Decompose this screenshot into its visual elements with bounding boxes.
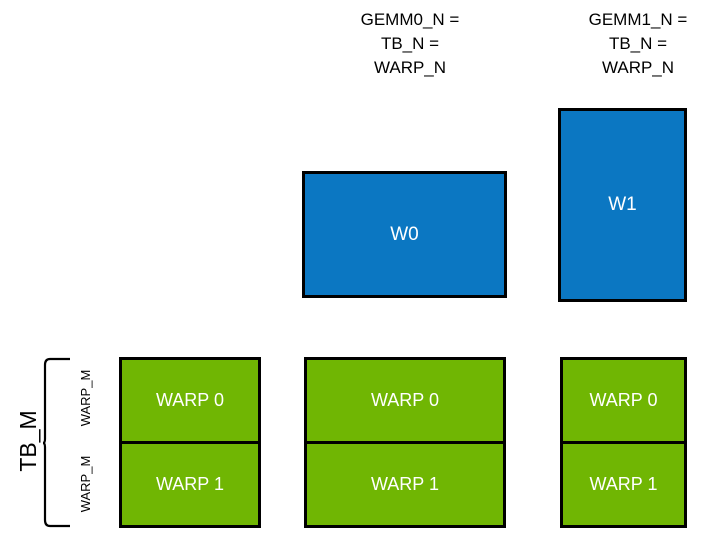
green-block-gemm1-warp0-label: WARP 0 (589, 389, 658, 410)
blue-block-w0[interactable]: W0 (302, 171, 507, 298)
green-column-gemm1: WARP 0 WARP 1 (560, 357, 687, 528)
green-block-left-warp0[interactable]: WARP 0 (119, 357, 261, 444)
tb-m-bracket-icon (42, 357, 72, 528)
green-column-left: WARP 0 WARP 1 (119, 357, 261, 528)
axis-label-warp-m-top: WARP_M (78, 369, 93, 427)
blue-block-w0-label: W0 (390, 223, 419, 245)
green-block-gemm1-warp0[interactable]: WARP 0 (560, 357, 687, 444)
green-block-left-warp1-label: WARP 1 (155, 473, 225, 494)
green-block-gemm1-warp1[interactable]: WARP 1 (560, 441, 687, 528)
caption-gemm0: GEMM0_N = TB_N = WARP_N (360, 10, 460, 78)
green-block-gemm1-warp1-label: WARP 1 (589, 473, 658, 494)
green-column-gemm0: WARP 0 WARP 1 (304, 357, 506, 528)
axis-label-warp-m-bottom: WARP_M (78, 455, 93, 513)
green-block-left-warp0-label: WARP 0 (155, 389, 225, 410)
blue-block-w1-label: W1 (608, 194, 637, 215)
green-block-left-warp1[interactable]: WARP 1 (119, 441, 261, 528)
green-block-gemm0-warp0-label: WARP 0 (370, 389, 440, 410)
caption-gemm1: GEMM1_N = TB_N = WARP_N (588, 10, 688, 78)
axis-label-tb-m: TB_M (15, 410, 41, 472)
green-block-gemm0-warp0[interactable]: WARP 0 (304, 357, 506, 444)
green-block-gemm0-warp1-label: WARP 1 (370, 473, 440, 494)
green-block-gemm0-warp1[interactable]: WARP 1 (304, 441, 506, 528)
blue-block-w1[interactable]: W1 (558, 108, 687, 302)
